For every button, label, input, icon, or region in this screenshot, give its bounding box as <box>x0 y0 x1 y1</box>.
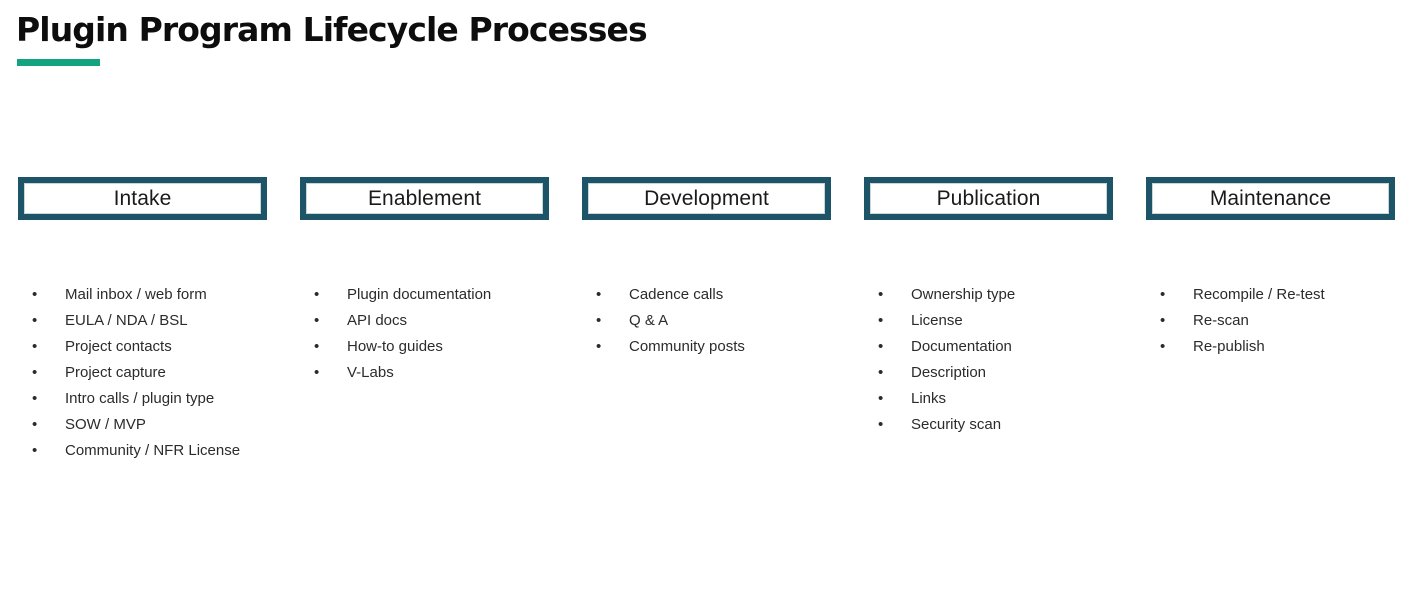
list-item: • Re-publish <box>1146 334 1427 360</box>
bullet-icon: • <box>596 312 602 329</box>
list-item: • How-to guides <box>300 334 600 360</box>
bullet-icon: • <box>314 364 320 381</box>
stage-column: Publication • Ownership type • License • Docum… <box>864 177 1113 433</box>
list-item-label: Links <box>911 390 947 407</box>
list-item-label: Plugin documentation <box>347 286 492 303</box>
list-item: • Recompile / Re-test <box>1146 282 1427 308</box>
list-item-label: How-to guides <box>347 338 443 355</box>
stage-header-label: Maintenance <box>1209 186 1332 210</box>
bullet-icon: • <box>878 390 884 407</box>
list-item: • API docs <box>300 308 600 334</box>
bullet-icon: • <box>1160 286 1166 303</box>
list-item-label: Security scan <box>911 416 1002 433</box>
list-item: • Description <box>864 360 1164 386</box>
list-item: • Cadence calls <box>582 282 882 308</box>
list-item-label: Cadence calls <box>629 286 724 303</box>
bullet-icon: • <box>314 338 320 355</box>
bullet-icon: • <box>32 286 38 303</box>
bullet-icon: • <box>32 312 38 329</box>
list-item: • Community posts <box>582 334 882 360</box>
list-item-label: Intro calls / plugin type <box>65 390 215 407</box>
list-item-label: Project contacts <box>65 338 172 355</box>
list-item: • Plugin documentation <box>300 282 600 308</box>
list-item-label: Project capture <box>65 364 166 381</box>
list-item-label: SOW / MVP <box>65 416 146 433</box>
list-item-label: Re-scan <box>1193 312 1249 329</box>
list-item-label: Documentation <box>911 338 1012 355</box>
bullet-icon: • <box>32 442 38 459</box>
list-item: • License <box>864 308 1164 334</box>
stage-header-label: Publication <box>936 186 1041 210</box>
list-item: • Security scan <box>864 412 1164 438</box>
stage-header-intake[interactable]: Intake <box>18 177 267 220</box>
page-title: Plugin Program Lifecycle Processes <box>16 10 648 49</box>
bullet-icon: • <box>32 364 38 381</box>
stage-item-list: •Mail inbox / web form•EULA / NDA / BSL•… <box>18 282 318 464</box>
stage-item-list: • Ownership type • License • Documentation • De… <box>864 282 1164 438</box>
stage-column: Intake • Mail inbox / web form • EULA / NDA … <box>18 177 267 459</box>
stage-header-label: Development <box>644 186 769 210</box>
title-accent-bar <box>17 59 100 66</box>
stage-header-label: Enablement <box>367 186 482 210</box>
bullet-icon: • <box>32 390 38 407</box>
list-item: • Project contacts <box>18 334 318 360</box>
list-item-label: V-Labs <box>347 364 394 381</box>
list-item-label: License <box>911 312 963 329</box>
bullet-icon: • <box>1160 312 1166 329</box>
list-item-label: Re-publish <box>1193 338 1265 355</box>
list-item: • Documentation <box>864 334 1164 360</box>
bullet-icon: • <box>314 312 320 329</box>
list-item: • Project capture <box>18 360 318 386</box>
bullet-icon: • <box>32 338 38 355</box>
list-item-label: Community posts <box>629 338 745 355</box>
bullet-icon: • <box>596 286 602 303</box>
stage-column: Enablement • Plugin documentation • API docs… <box>300 177 549 381</box>
bullet-icon: • <box>878 286 884 303</box>
stage-header-maintenance[interactable]: Maintenance <box>1146 177 1395 220</box>
stage-item-list: • Cadence calls • Q & A • Community posts <box>582 282 882 360</box>
list-item: • Intro calls / plugin type <box>18 386 318 412</box>
list-item: • Mail inbox / web form <box>18 282 318 308</box>
list-item: • V-Labs <box>300 360 600 386</box>
stage-item-list: • Plugin documentation • API docs • How-to gu… <box>300 282 600 386</box>
stage-header-label: Intake <box>113 186 172 210</box>
bullet-icon: • <box>32 416 38 433</box>
stage-column: Development • Cadence calls • Q & A • Communit… <box>582 177 831 355</box>
list-item-label: API docs <box>347 312 408 329</box>
list-item-label: EULA / NDA / BSL <box>65 312 188 329</box>
list-item-label: Q & A <box>629 312 669 329</box>
list-item-label: Community / NFR License <box>65 442 241 459</box>
stage-column: Maintenance • Recompile / Re-test • Re-scan •… <box>1146 177 1395 355</box>
stage-header-enablement[interactable]: Enablement <box>300 177 549 220</box>
list-item: • EULA / NDA / BSL <box>18 308 318 334</box>
bullet-icon: • <box>1160 338 1166 355</box>
list-item-label: Description <box>911 364 987 381</box>
list-item: • SOW / MVP <box>18 412 318 438</box>
list-item: • Links <box>864 386 1164 412</box>
list-item: • Q & A <box>582 308 882 334</box>
stage-header-publication[interactable]: Publication <box>864 177 1113 220</box>
stage-header-development[interactable]: Development <box>582 177 831 220</box>
list-item: • Ownership type <box>864 282 1164 308</box>
list-item-label: Recompile / Re-test <box>1193 286 1325 303</box>
list-item-label: Ownership type <box>911 286 1016 303</box>
bullet-icon: • <box>878 338 884 355</box>
bullet-icon: • <box>878 364 884 381</box>
bullet-icon: • <box>314 286 320 303</box>
bullet-icon: • <box>596 338 602 355</box>
stage-item-list: • Recompile / Re-test • Re-scan • Re-publish <box>1146 282 1427 360</box>
bullet-icon: • <box>878 416 884 433</box>
bullet-icon: • <box>878 312 884 329</box>
list-item: • Community / NFR License <box>18 438 318 464</box>
list-item: • Re-scan <box>1146 308 1427 334</box>
list-item-label: Mail inbox / web form <box>65 286 207 303</box>
